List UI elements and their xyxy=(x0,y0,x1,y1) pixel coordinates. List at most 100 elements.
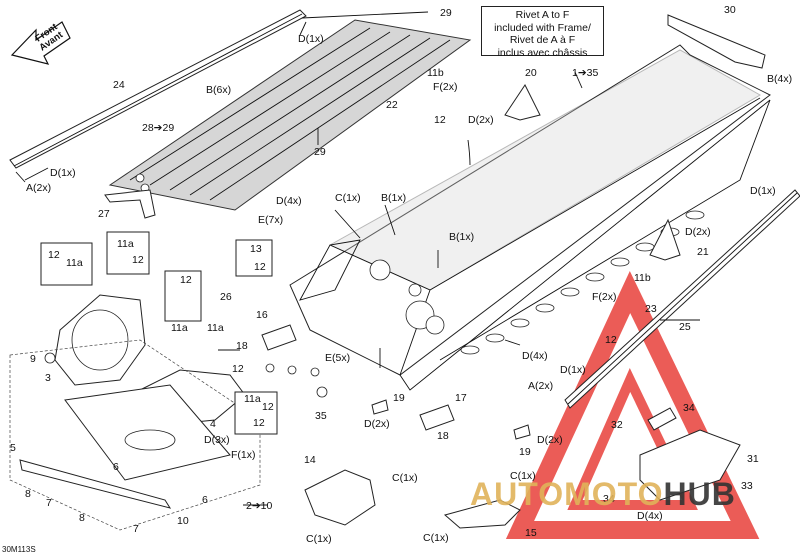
callout-19-right: 19 xyxy=(519,446,531,458)
callout-2-10: 2➔10 xyxy=(246,500,272,512)
callout-5: 5 xyxy=(10,442,16,454)
callout-3: 3 xyxy=(45,372,51,384)
callout-15: 15 xyxy=(525,527,537,539)
cover-14 xyxy=(304,469,376,526)
bracket-17 xyxy=(419,404,455,431)
note-line-4: inclus avec châssis xyxy=(497,46,588,59)
callout-d3x: D(3x) xyxy=(204,434,230,446)
callout-d4x-bottom: D(4x) xyxy=(637,510,663,522)
washer-c xyxy=(310,367,320,377)
callout-19-left: 19 xyxy=(393,392,405,404)
drawing-code: 30M113S xyxy=(2,545,36,554)
bracket-21 xyxy=(649,218,681,261)
callout-b1x-top: B(1x) xyxy=(381,192,406,204)
callout-20: 20 xyxy=(525,67,537,79)
note-line-1: Rivet A to F xyxy=(515,9,570,21)
callout-b4x: B(4x) xyxy=(767,73,792,85)
callout-d2x-lower: D(2x) xyxy=(364,418,390,430)
callout-12-box13: 12 xyxy=(254,261,266,273)
note-line-2: included with Frame/ xyxy=(494,21,591,34)
callout-12-boxlower-2: 12 xyxy=(253,417,265,429)
callout-35: 35 xyxy=(315,410,327,422)
callout-b1x-mid: B(1x) xyxy=(449,231,474,243)
hardware-box-12-11a-left xyxy=(40,242,93,286)
bracket-30 xyxy=(667,14,766,69)
callout-11a-box2: 11a xyxy=(117,238,134,250)
callout-27: 27 xyxy=(98,208,110,220)
callout-d2x-21: D(2x) xyxy=(685,226,711,238)
callout-29-mid: 29 xyxy=(314,146,326,158)
callout-33: 33 xyxy=(741,480,753,492)
lower-skid-plate xyxy=(9,339,261,531)
callout-f1x: F(1x) xyxy=(231,449,256,461)
callout-c1x-14: C(1x) xyxy=(392,472,418,484)
callout-9: 9 xyxy=(30,353,36,365)
callout-16: 16 xyxy=(256,309,268,321)
callout-11b-right: 11b xyxy=(634,272,651,284)
callout-e7x: E(7x) xyxy=(258,214,283,226)
rivet-note-box: Rivet A to F included with Frame/ Rivet … xyxy=(481,6,604,59)
plate-19a xyxy=(371,399,389,415)
callout-c1x-15: C(1x) xyxy=(510,470,536,482)
callout-d1x-right: D(1x) xyxy=(750,185,776,197)
callout-24: 24 xyxy=(113,79,125,91)
plate-19b xyxy=(513,424,531,440)
front-arrow-icon: Front Avant xyxy=(10,21,71,65)
watermark-text-2: HUB xyxy=(663,476,736,512)
callout-12-box2: 12 xyxy=(132,254,144,266)
callout-29-top: 29 xyxy=(440,7,452,19)
hardware-box-11a-12 xyxy=(106,231,150,275)
callout-e5x: E(5x) xyxy=(325,352,350,364)
note-line-3: Rivet de A à F xyxy=(509,34,576,46)
callout-14: 14 xyxy=(304,454,316,466)
watermark-logo: AUTOMOTOHUB xyxy=(470,476,736,513)
callout-32: 32 xyxy=(611,419,623,431)
watermark-triangle xyxy=(505,270,760,539)
callout-10: 10 xyxy=(177,515,189,527)
callout-12-right: 12 xyxy=(232,363,244,375)
callout-13: 13 xyxy=(250,243,262,255)
callout-c1x-15b: C(1x) xyxy=(423,532,449,544)
tunnel-frame xyxy=(289,44,771,391)
callout-7-right: 7 xyxy=(133,523,139,535)
callout-23: 23 xyxy=(645,303,657,315)
callout-18-right: 18 xyxy=(437,430,449,442)
callout-c1x-14b: C(1x) xyxy=(306,533,332,545)
slide-rail-right xyxy=(564,189,800,409)
callout-d4x-mid: D(4x) xyxy=(522,350,548,362)
slide-rail-left xyxy=(9,9,307,183)
callout-f2x-top: F(2x) xyxy=(433,81,458,93)
rear-bracket-31 xyxy=(639,429,741,501)
callout-6-left: 6 xyxy=(113,461,119,473)
callout-34-top: 34 xyxy=(683,402,695,414)
hardware-box-11a-12-lower xyxy=(234,391,278,435)
callout-11a-right: 11a xyxy=(207,322,224,334)
callout-d2x-top: D(2x) xyxy=(468,114,494,126)
part-32 xyxy=(647,407,677,431)
callout-8-left: 8 xyxy=(25,488,31,500)
heat-exchanger-panel xyxy=(104,19,472,219)
callout-22: 22 xyxy=(386,99,398,111)
callout-25: 25 xyxy=(679,321,691,333)
hardware-box-13-12 xyxy=(235,239,273,277)
callout-11a-center: 11a xyxy=(171,322,188,334)
callout-a2x-left: A(2x) xyxy=(26,182,51,194)
callout-11b-top: 11b xyxy=(427,67,444,79)
callout-b6x: B(6x) xyxy=(206,84,231,96)
washer-b xyxy=(287,365,297,375)
callout-d2x-right: D(2x) xyxy=(537,434,563,446)
hardware-box-12-11a-center xyxy=(164,270,202,322)
callout-21: 21 xyxy=(697,246,709,258)
callout-d1x-rail: D(1x) xyxy=(560,364,586,376)
callout-6-right: 6 xyxy=(202,494,208,506)
callout-7-left: 7 xyxy=(46,497,52,509)
callout-17: 17 xyxy=(455,392,467,404)
callout-d1x-left: D(1x) xyxy=(50,167,76,179)
washer-a xyxy=(265,363,275,373)
bracket-20 xyxy=(504,84,541,121)
callout-d1x-top: D(1x) xyxy=(298,33,324,45)
callout-1-35: 1➔35 xyxy=(572,67,598,79)
callout-34-bottom: 34 xyxy=(603,493,615,505)
bracket-16 xyxy=(261,324,297,351)
callout-4: 4 xyxy=(210,418,216,430)
